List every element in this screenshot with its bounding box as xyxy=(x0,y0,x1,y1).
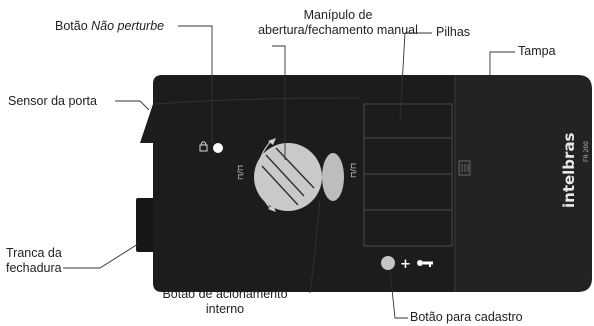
battery-cover xyxy=(455,75,592,292)
arrow-head-top xyxy=(268,138,276,145)
label-tranca-line2: fechadura xyxy=(6,261,62,275)
label-tranca-line1: Tranca da xyxy=(6,246,62,260)
label-nao-perturbe: Não perturbe xyxy=(91,19,165,33)
manual-knob[interactable] xyxy=(254,143,322,211)
lock-symbols-left: ⊓/⊓ xyxy=(236,165,245,180)
label-manipulo-line1: Manípulo de xyxy=(303,8,373,22)
label-botao-cadastro: Botão para cadastro xyxy=(410,310,523,324)
registration-button[interactable] xyxy=(381,256,395,270)
cover-slot xyxy=(458,160,471,176)
label-manipulo: Manípulo de abertura/fechamento manual xyxy=(220,8,456,38)
internal-actuation-button[interactable] xyxy=(322,153,344,201)
label-manipulo-line2: abertura/fechamento manual xyxy=(258,23,418,37)
label-acionamento-line1: Botão de acionamento xyxy=(162,287,288,301)
lock-icon xyxy=(199,141,208,152)
door-sensor xyxy=(140,104,153,143)
battery-compartments xyxy=(363,103,453,247)
brand-logo: intelbras xyxy=(560,132,578,208)
arrow-head-bottom xyxy=(268,205,276,212)
lock-symbols-right: ⊓/⊓ xyxy=(349,163,358,178)
body-contour xyxy=(154,97,361,105)
latch xyxy=(136,198,156,252)
label-botao-nao-perturbe: Botão Não perturbe xyxy=(55,19,164,34)
plus-icon: + xyxy=(400,257,411,272)
label-botao-acionamento: Botão de acionamento interno xyxy=(150,287,300,317)
label-pilhas: Pilhas xyxy=(436,25,471,39)
model-label: FR 200 xyxy=(583,141,590,162)
leader-lines xyxy=(63,25,515,319)
label-botao-prefix: Botão xyxy=(55,19,92,33)
label-tampa: Tampa xyxy=(518,44,556,58)
label-sensor-porta: Sensor da porta xyxy=(8,94,97,108)
label-acionamento-line2: interno xyxy=(205,302,245,316)
label-tranca: Tranca da fechadura xyxy=(6,246,62,276)
knob-grip-lines xyxy=(261,147,315,206)
do-not-disturb-button[interactable] xyxy=(213,143,223,153)
key-icon xyxy=(417,260,433,267)
